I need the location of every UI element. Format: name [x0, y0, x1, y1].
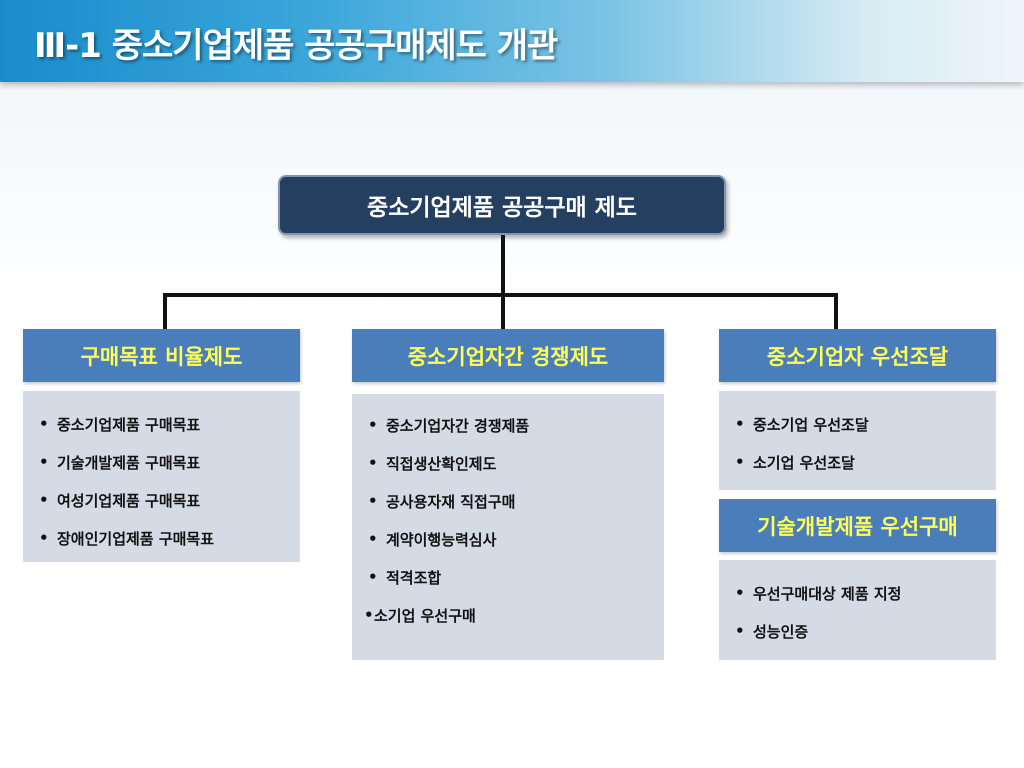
- title-banner: [0, 0, 1024, 82]
- list-item: •여성기업제품 구매목표: [39, 491, 201, 510]
- column-body: •중소기업제품 구매목표 •기술개발제품 구매목표 •여성기업제품 구매목표 •…: [23, 391, 300, 562]
- list-item: •우선구매대상 제품 지정: [735, 584, 902, 603]
- list-item: •중소기업자간 경쟁제품: [368, 416, 530, 435]
- column-header: 중소기업자간 경쟁제도: [352, 329, 664, 382]
- list-item: •적격조합: [368, 568, 442, 587]
- list-item: •소기업 우선구매: [364, 606, 476, 625]
- list-item: •성능인증: [735, 622, 809, 641]
- list-item: •계약이행능력심사: [368, 530, 497, 549]
- connector: [163, 293, 838, 297]
- connector: [834, 293, 838, 330]
- connector: [501, 235, 505, 297]
- column-header: 중소기업자 우선조달: [719, 329, 996, 382]
- page-title: Ⅲ-1 중소기업제품 공공구매제도 개관: [34, 26, 558, 66]
- connector: [501, 293, 505, 330]
- column-body: •우선구매대상 제품 지정 •성능인증: [719, 560, 996, 660]
- connector: [163, 293, 167, 330]
- list-item: •기술개발제품 구매목표: [39, 453, 201, 472]
- column-body: •중소기업자간 경쟁제품 •직접생산확인제도 •공사용자재 직접구매 •계약이행…: [352, 394, 664, 660]
- list-item: •소기업 우선조달: [735, 453, 855, 472]
- list-item: •장애인기업제품 구매목표: [39, 529, 215, 548]
- list-item: •직접생산확인제도: [368, 454, 497, 473]
- column-header: 구매목표 비율제도: [23, 329, 300, 382]
- column-body: •중소기업 우선조달 •소기업 우선조달: [719, 391, 996, 490]
- list-item: •중소기업제품 구매목표: [39, 415, 201, 434]
- root-node: 중소기업제품 공공구매 제도: [278, 175, 726, 235]
- list-item: •중소기업 우선조달: [735, 415, 869, 434]
- list-item: •공사용자재 직접구매: [368, 492, 516, 511]
- column-header: 기술개발제품 우선구매: [719, 499, 996, 552]
